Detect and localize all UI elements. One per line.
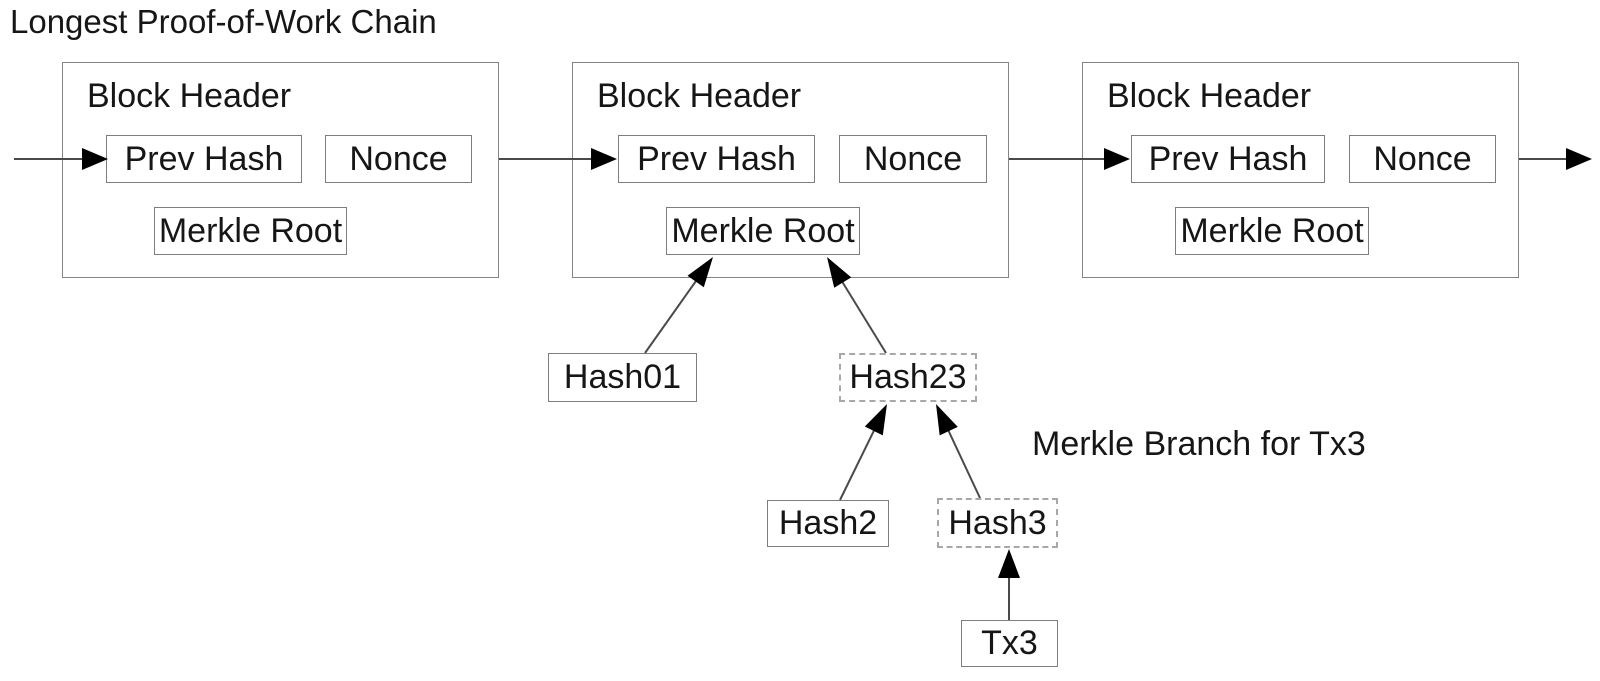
block-3-header-label: Block Header <box>1107 77 1312 115</box>
block-1 <box>62 62 499 278</box>
block-3-nonce-box: Nonce <box>1349 135 1496 183</box>
block-2-nonce-box: Nonce <box>839 135 987 183</box>
block-2 <box>572 62 1009 278</box>
arrow-line <box>644 277 699 354</box>
block-1-prev-hash-box: Prev Hash <box>106 135 302 183</box>
block-1-merkle-root-box: Merkle Root <box>154 207 347 255</box>
block-3 <box>1082 62 1519 278</box>
arrowhead-icon <box>1566 148 1592 170</box>
arrowhead-icon <box>936 404 958 436</box>
merkle-node-hash01: Hash01 <box>548 353 697 402</box>
arrow-line <box>839 278 887 354</box>
diagram-title: Longest Proof-of-Work Chain <box>10 3 437 40</box>
block-3-prev-hash-box: Prev Hash <box>1131 135 1325 183</box>
block-2-header-label: Block Header <box>597 77 802 115</box>
arrow-tx3-to-hash3 <box>998 549 1020 620</box>
arrow-hash3-to-hash23 <box>936 404 981 499</box>
merkle-node-hash23: Hash23 <box>839 353 977 402</box>
arrowhead-icon <box>998 549 1020 578</box>
block-2-prev-hash-box: Prev Hash <box>618 135 815 183</box>
merkle-node-hash2: Hash2 <box>767 500 889 547</box>
arrow-line <box>839 426 877 501</box>
block-2-merkle-root-box: Merkle Root <box>666 207 860 255</box>
arrowhead-icon <box>864 404 887 436</box>
block-1-nonce-box: Nonce <box>325 135 472 183</box>
block-3-merkle-root-box: Merkle Root <box>1175 207 1369 255</box>
arrow-hash2-to-hash23 <box>839 404 887 501</box>
merkle-node-hash3: Hash3 <box>937 498 1058 548</box>
merkle-branch-annotation: Merkle Branch for Tx3 <box>1032 425 1366 463</box>
block-1-header-label: Block Header <box>87 77 292 115</box>
arrow-block3-to-chain-end <box>1519 148 1592 170</box>
merkle-node-tx3: Tx3 <box>961 620 1058 667</box>
arrow-line <box>946 427 981 499</box>
